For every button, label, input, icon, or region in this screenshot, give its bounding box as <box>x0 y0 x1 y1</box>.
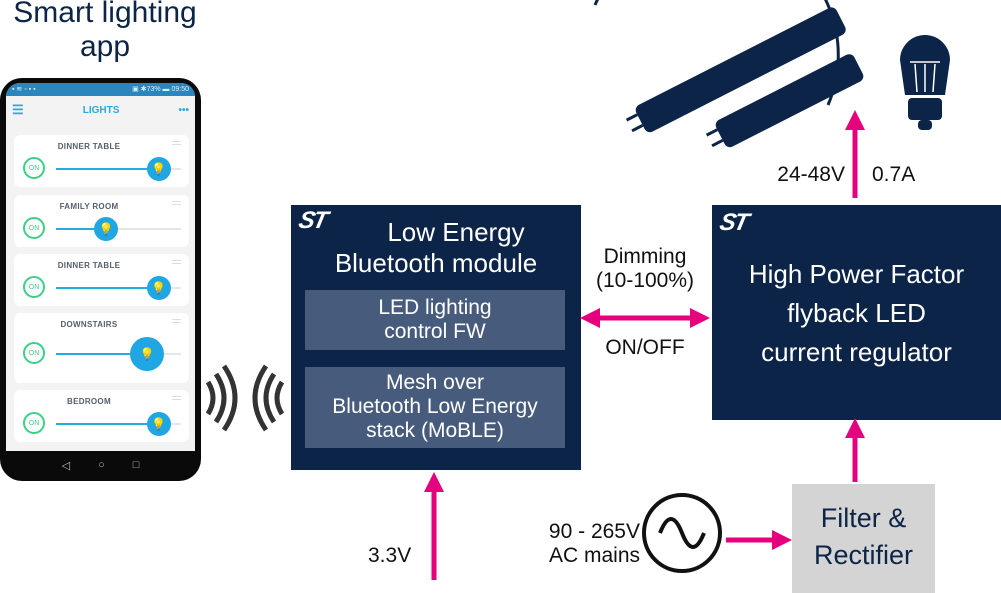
brightness-slider[interactable]: 💡 <box>56 337 181 371</box>
smartphone: ▪ ≋ ◦ ▪ ▪ ▣ ✱73% ▬ 09:50 ☰ LIGHTS ••• DI… <box>0 78 201 481</box>
android-nav-bar: ◁ ○ □ <box>0 453 201 477</box>
status-battery-time: ▣ ✱73% ▬ 09:50 <box>132 86 189 93</box>
drag-handle-icon[interactable] <box>172 319 181 323</box>
regulator-line2: flyback LED <box>787 298 926 328</box>
wireless-signal-icon <box>205 364 285 432</box>
brightness-slider[interactable]: 💡 <box>56 217 181 241</box>
mains-voltage: 90 - 265V <box>548 520 640 543</box>
light-name: DINNER TABLE <box>57 261 121 270</box>
light-card: DOWNSTAIRS ON 💡 <box>14 313 189 383</box>
ble-supply-voltage: 3.3V <box>368 544 412 567</box>
slider-fill <box>56 287 159 289</box>
regulator-box: ST High Power Factor flyback LED current… <box>712 205 1001 420</box>
ac-source-icon <box>642 493 722 573</box>
filter-line2: Rectifier <box>813 540 914 570</box>
bulb-slider-knob-icon[interactable]: 💡 <box>130 337 165 371</box>
output-voltage: 24-48V <box>777 163 845 186</box>
onoff-label: ON/OFF <box>605 336 685 359</box>
ble-title: Low Energy <box>291 217 581 247</box>
light-name: DOWNSTAIRS <box>60 320 118 329</box>
on-toggle[interactable]: ON <box>23 157 45 179</box>
drag-handle-icon[interactable] <box>172 201 181 205</box>
on-toggle[interactable]: ON <box>23 342 45 364</box>
bulb-slider-knob-icon[interactable]: 💡 <box>146 276 171 300</box>
drag-handle-icon[interactable] <box>172 260 181 264</box>
fw-line2: control FW <box>384 320 486 343</box>
brightness-slider[interactable]: 💡 <box>56 412 181 436</box>
slider-fill <box>56 228 106 230</box>
st-logo: ST <box>717 209 750 236</box>
brightness-slider[interactable]: 💡 <box>56 276 181 300</box>
ac-mains-label: 90 - 265V AC mains <box>520 520 640 568</box>
home-icon[interactable]: ○ <box>98 459 105 471</box>
bulb-slider-knob-icon[interactable]: 💡 <box>146 157 171 181</box>
ble-module-box: ST Low Energy Bluetooth module LED light… <box>291 205 581 470</box>
on-toggle[interactable]: ON <box>23 276 45 298</box>
app-header: ☰ LIGHTS ••• <box>6 96 195 124</box>
back-icon[interactable]: ◁ <box>61 459 71 472</box>
light-bulb-icon <box>900 35 950 130</box>
light-card: BEDROOM ON 💡 <box>14 390 189 442</box>
ble-title-line2: Bluetooth module <box>334 248 538 278</box>
slider-fill <box>56 353 148 355</box>
recents-icon[interactable]: □ <box>132 459 140 471</box>
mains-text: AC mains <box>548 544 640 567</box>
dimming-range: (10-100%) <box>595 269 695 292</box>
slider-fill <box>56 168 159 170</box>
bulb-slider-knob-icon[interactable]: 💡 <box>94 217 118 241</box>
stack-line2: Bluetooth Low Energy <box>332 395 538 418</box>
status-bar: ▪ ≋ ◦ ▪ ▪ ▣ ✱73% ▬ 09:50 <box>6 83 195 96</box>
light-card: DINNER TABLE ON 💡 <box>14 135 189 187</box>
app-title: Smart lighting app <box>13 0 197 63</box>
fw-line1: LED lighting <box>378 296 492 319</box>
ble-title-line1: Low Energy <box>387 217 525 247</box>
regulator-line3: current regulator <box>761 337 952 367</box>
fw-box: LED lighting control FW <box>305 290 565 350</box>
dimming-text: Dimming <box>603 245 687 268</box>
light-name: BEDROOM <box>67 397 111 406</box>
more-icon[interactable]: ••• <box>178 104 189 116</box>
phone-screen: ▪ ≋ ◦ ▪ ▪ ▣ ✱73% ▬ 09:50 ☰ LIGHTS ••• DI… <box>6 83 195 451</box>
output-current: 0.7A <box>872 163 916 186</box>
filter-line1: Filter & <box>820 503 907 533</box>
led-tube-lamps-icon <box>593 0 864 148</box>
filter-rectifier-box: Filter & Rectifier <box>792 484 935 593</box>
on-toggle[interactable]: ON <box>23 217 45 239</box>
header-title: LIGHTS <box>82 104 120 116</box>
menu-icon[interactable]: ☰ <box>12 102 24 117</box>
dimming-label: Dimming (10-100%) <box>583 245 707 293</box>
mesh-stack-box: Mesh over Bluetooth Low Energy stack (Mo… <box>305 367 565 448</box>
brightness-slider[interactable]: 💡 <box>56 157 181 181</box>
light-name: FAMILY ROOM <box>59 202 119 211</box>
drag-handle-icon[interactable] <box>172 141 181 145</box>
status-icons: ▪ ≋ ◦ ▪ ▪ <box>12 86 36 93</box>
light-card: DINNER TABLE ON 💡 <box>14 254 189 306</box>
light-card: FAMILY ROOM ON 💡 <box>14 195 189 247</box>
on-toggle[interactable]: ON <box>23 412 45 434</box>
stack-line1: Mesh over <box>385 371 485 394</box>
slider-fill <box>56 423 159 425</box>
stack-line3: stack (MoBLE) <box>366 419 504 442</box>
regulator-line1: High Power Factor <box>748 259 965 289</box>
light-name: DINNER TABLE <box>57 142 121 151</box>
drag-handle-icon[interactable] <box>172 396 181 400</box>
bulb-slider-knob-icon[interactable]: 💡 <box>146 412 171 436</box>
